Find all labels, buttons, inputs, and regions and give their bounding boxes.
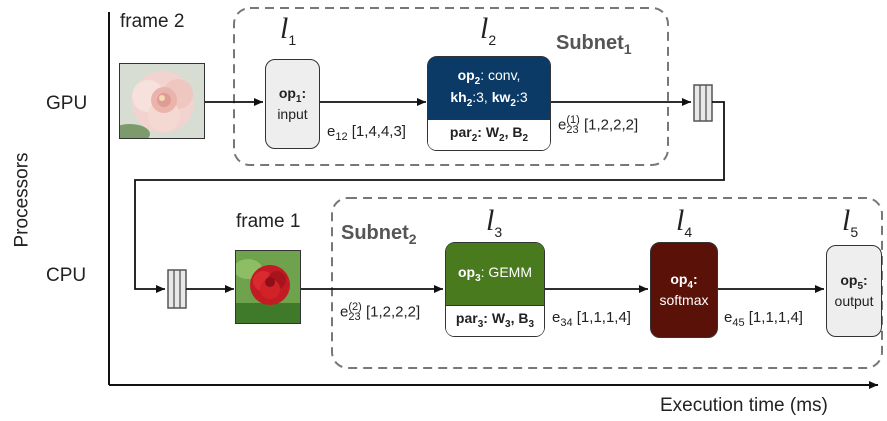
transfer-line xyxy=(134,101,725,293)
cpu-label: CPU xyxy=(46,265,87,286)
subnet1-label: Subnet1 xyxy=(556,32,632,57)
processors-axis-label: Processors xyxy=(11,152,33,248)
op2-node: op2: conv, kh2:3, kw2:3 par2: W2, B2 xyxy=(427,56,551,151)
layer-label-4: l4 xyxy=(676,204,693,240)
frame1-label: frame 1 xyxy=(236,211,301,232)
edge-label-e23-cpu: e(2)23 [1,2,2,2] xyxy=(340,301,421,324)
edge-label-e45: e45 [1,1,1,4] xyxy=(724,309,803,329)
buffer-icon xyxy=(167,269,187,309)
subnet2-region xyxy=(331,197,883,369)
layer-label-5: l5 xyxy=(842,204,859,240)
gpu-label: GPU xyxy=(46,93,88,114)
op1-node: op1: input xyxy=(265,59,320,149)
red-rose-photo xyxy=(235,250,301,324)
subnet2-label: Subnet2 xyxy=(341,222,417,247)
frame2-label: frame 2 xyxy=(120,11,185,32)
op5-node: op5: output xyxy=(826,245,882,337)
edge-label-e23-gpu: e(1)23 [1,2,2,2] xyxy=(558,114,639,137)
layer-label-2: l2 xyxy=(480,12,497,48)
edge-label-e34: e34 [1,1,1,4] xyxy=(552,309,631,329)
op3-node: op3: GEMM par3: W3, B3 xyxy=(445,242,545,337)
layer-label-1: l1 xyxy=(280,12,297,48)
subnet1-region xyxy=(233,7,669,166)
edge-label-e12: e12 [1,4,4,3] xyxy=(327,123,406,143)
pink-peony-photo xyxy=(119,63,205,139)
execution-time-label: Execution time (ms) xyxy=(660,395,828,416)
op4-node: op4: softmax xyxy=(650,242,718,338)
buffer-icon xyxy=(693,84,713,122)
layer-label-3: l3 xyxy=(486,204,503,240)
